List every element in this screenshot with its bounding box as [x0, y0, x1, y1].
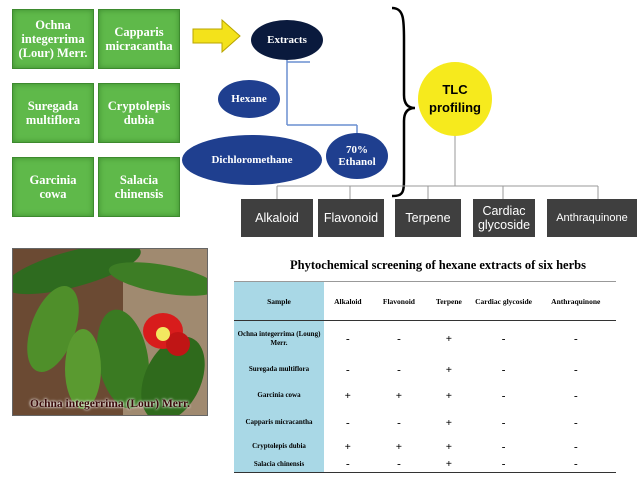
result-cell: -	[573, 332, 578, 345]
result-cell: -	[501, 332, 506, 345]
solvent-label: Dichloromethane	[211, 154, 293, 166]
result-cell: -	[501, 363, 506, 376]
right-arrow-icon	[192, 18, 241, 54]
herb-box-ochna: Ochna integerrima (Lour) Merr.	[12, 9, 94, 69]
solvent-ethanol: 70% Ethanol	[326, 133, 388, 179]
table-row: Capparis micracantha - - + - -	[234, 408, 616, 437]
table-row: Cryptolepis dubia + + + - -	[234, 436, 616, 457]
herb-label: Ochna integerrima (Lour) Merr.	[18, 18, 88, 60]
class-label: Terpene	[405, 211, 451, 225]
class-box-terpene: Terpene	[395, 199, 461, 237]
result-cell: -	[501, 389, 506, 402]
class-label: Anthraquinone	[556, 212, 628, 224]
result-cell: +	[395, 440, 403, 453]
sample-cell: Capparis micracantha	[234, 408, 324, 437]
result-cell: -	[471, 456, 536, 473]
result-cell: +	[445, 416, 453, 429]
result-cell: -	[573, 416, 578, 429]
result-cell: +	[344, 389, 351, 402]
result-cell: -	[535, 456, 616, 473]
extracts-node: Extracts	[251, 20, 323, 60]
column-header: Alkaloid	[324, 281, 372, 321]
solvent-hexane: Hexane	[218, 80, 280, 118]
herb-box-garcinia: Garcinia cowa	[12, 157, 94, 217]
class-label: Flavonoid	[323, 211, 379, 225]
result-cell: -	[501, 416, 506, 429]
column-header: Cardiac glycoside	[471, 281, 536, 321]
herb-box-suregada: Suregada multiflora	[12, 83, 94, 143]
plant-photo	[12, 248, 208, 416]
table-title: Phytochemical screening of hexane extrac…	[290, 258, 586, 272]
result-cell: -	[324, 456, 372, 473]
result-cell: +	[344, 440, 351, 453]
column-header: Anthraquinone	[535, 281, 616, 321]
result-cell: -	[397, 363, 401, 376]
tlc-profiling-node: TLC profiling	[418, 62, 492, 136]
result-cell: +	[445, 389, 453, 402]
result-cell: +	[445, 363, 453, 376]
result-cell: -	[371, 456, 427, 473]
photo-caption: Ochna integerrima (Lour) Merr.	[30, 398, 190, 410]
herb-label: Garcinia cowa	[29, 173, 77, 201]
brace-icon	[391, 6, 416, 198]
herb-box-capparis: Capparis micracantha	[98, 9, 180, 69]
sample-cell: Cryptolepis dubia	[234, 436, 324, 457]
result-cell: +	[426, 456, 472, 473]
result-cell: -	[397, 416, 401, 429]
herb-label: Cryptolepis dubia	[107, 99, 171, 127]
table-header-row: Sample Alkaloid Flavonoid Terpene Cardia…	[234, 281, 616, 321]
herb-label: Capparis micracantha	[105, 25, 173, 53]
result-cell: -	[573, 363, 578, 376]
sample-cell: Salacia chinensis	[234, 456, 324, 473]
herb-label: Suregada multiflora	[25, 99, 81, 127]
herb-box-cryptolepis: Cryptolepis dubia	[98, 83, 180, 143]
column-header: Terpene	[426, 281, 472, 321]
screening-table: Sample Alkaloid Flavonoid Terpene Cardia…	[234, 281, 616, 473]
solvent-label: Hexane	[231, 93, 267, 105]
result-cell: -	[397, 332, 401, 345]
result-cell: -	[573, 389, 578, 402]
table-row: Salacia chinensis - - + - -	[234, 456, 616, 473]
sample-cell: Garcinia cowa	[234, 382, 324, 409]
result-cell: -	[345, 416, 350, 429]
result-cell: -	[345, 363, 350, 376]
column-header: Sample	[234, 281, 324, 321]
result-cell: +	[445, 332, 453, 345]
column-header: Flavonoid	[371, 281, 427, 321]
class-box-cardiac-glycoside: Cardiac glycoside	[473, 199, 535, 237]
result-cell: -	[573, 440, 578, 453]
class-box-alkaloid: Alkaloid	[241, 199, 313, 237]
class-label: Alkaloid	[255, 211, 299, 225]
class-box-anthraquinone: Anthraquinone	[547, 199, 637, 237]
result-cell: -	[501, 440, 506, 453]
table-row: Ochna integerrima (Loung) Merr. - - + - …	[234, 320, 616, 357]
herb-label: Salacia chinensis	[114, 173, 164, 201]
solvent-label: 70% Ethanol	[338, 144, 376, 168]
class-label: Cardiac glycoside	[477, 204, 531, 232]
diagram-connectors	[192, 6, 599, 199]
result-cell: +	[445, 440, 453, 453]
result-cell: -	[345, 332, 350, 345]
solvent-dichloromethane: Dichloromethane	[182, 135, 322, 185]
extracts-label: Extracts	[267, 34, 307, 46]
herb-box-salacia: Salacia chinensis	[98, 157, 180, 217]
plant-illustration	[13, 249, 207, 415]
result-cell: +	[395, 389, 403, 402]
table-row: Suregada multiflora - - + - -	[234, 356, 616, 383]
table-row: Garcinia cowa + + + - -	[234, 382, 616, 409]
class-box-flavonoid: Flavonoid	[318, 199, 384, 237]
sample-cell: Ochna integerrima (Loung) Merr.	[234, 320, 324, 357]
tlc-label: TLC profiling	[429, 82, 481, 115]
sample-cell: Suregada multiflora	[234, 356, 324, 383]
